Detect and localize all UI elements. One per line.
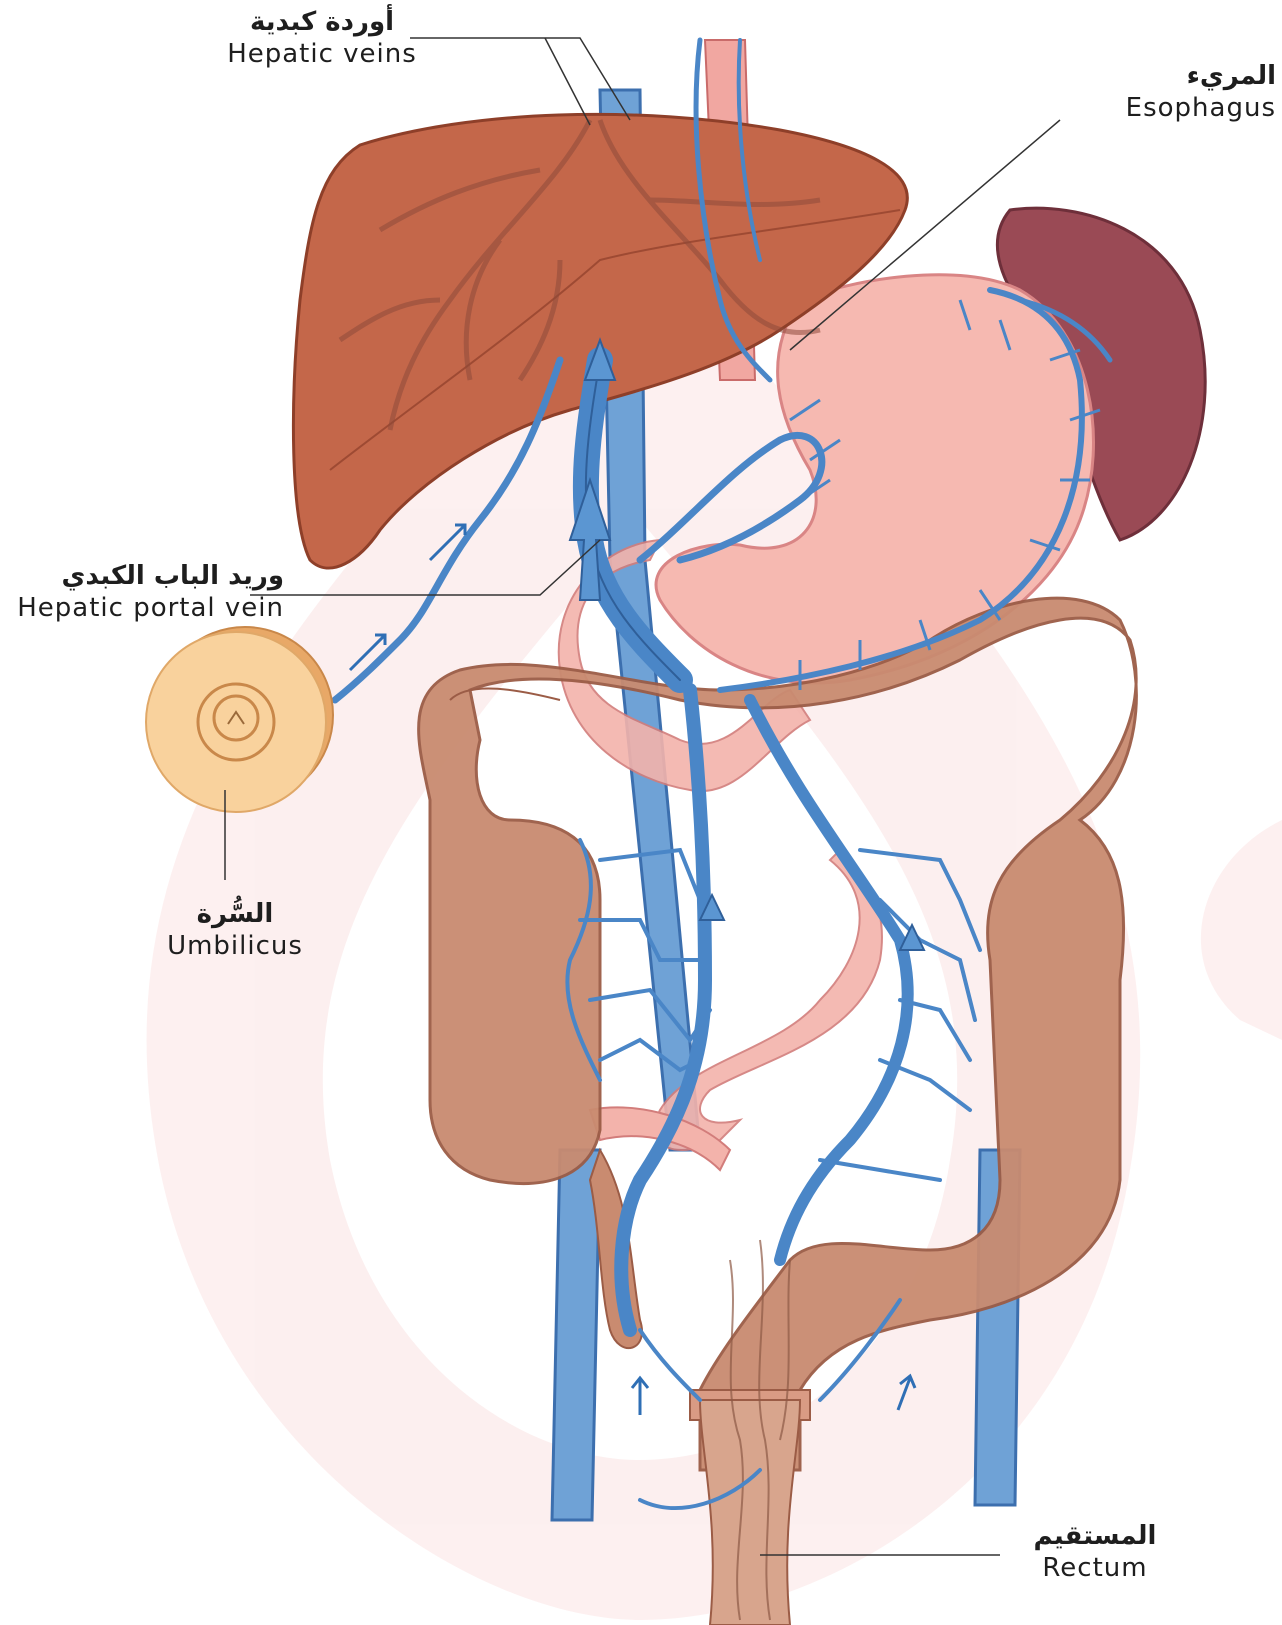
label-esophagus-ar: المريء [1086,60,1276,92]
label-hepatic-veins: أوردة كبدية Hepatic veins [222,6,422,70]
label-rectum-en: Rectum [1020,1552,1170,1584]
rectum [700,1400,800,1625]
label-esophagus-en: Esophagus [1086,92,1276,124]
label-hepatic-portal-vein-ar: وريد الباب الكبدي [6,560,284,592]
label-hepatic-portal-vein-en: Hepatic portal vein [6,592,284,624]
label-hepatic-veins-ar: أوردة كبدية [222,6,422,38]
label-hepatic-veins-en: Hepatic veins [222,38,422,70]
label-hepatic-portal-vein: وريد الباب الكبدي Hepatic portal vein [6,560,284,624]
label-rectum: المستقيم Rectum [1020,1520,1170,1584]
label-umbilicus-en: Umbilicus [150,930,320,962]
label-esophagus: المريء Esophagus [1086,60,1276,124]
label-umbilicus: السُّرة Umbilicus [150,898,320,962]
label-rectum-ar: المستقيم [1020,1520,1170,1552]
label-umbilicus-ar: السُّرة [150,898,320,930]
